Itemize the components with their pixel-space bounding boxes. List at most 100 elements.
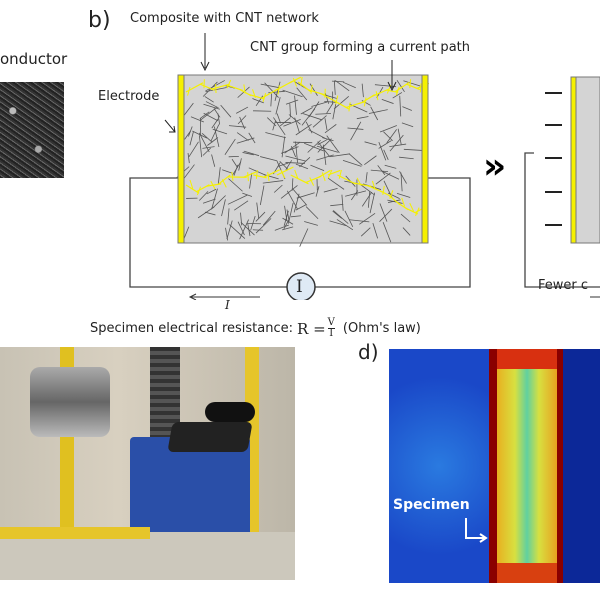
cnt-fiber <box>342 160 362 167</box>
cnt-fiber <box>400 213 411 223</box>
cnt-fiber <box>262 93 267 102</box>
cnt-fiber <box>368 109 388 114</box>
cnt-fiber <box>228 125 247 128</box>
cnt-fiber <box>336 219 354 231</box>
cnt-fiber <box>202 81 218 97</box>
cnt-fiber <box>236 137 255 144</box>
cnt-fiber <box>359 213 376 225</box>
cnt-fiber <box>322 144 327 166</box>
cnt-fiber <box>226 220 233 240</box>
path-arrow <box>387 60 397 92</box>
cnt-fiber <box>231 158 238 168</box>
ammeter <box>286 272 316 300</box>
cnt-fiber <box>239 219 249 240</box>
cnt-fiber <box>221 199 226 217</box>
cnt-fiber <box>248 132 256 144</box>
cnt-fiber <box>344 210 354 228</box>
cnt-fiber <box>198 132 210 153</box>
cnt-fiber <box>212 195 226 209</box>
composite-arrow <box>200 33 210 72</box>
cnt-fiber <box>275 97 281 115</box>
cnt-fiber <box>291 178 294 191</box>
cnt-fiber <box>333 210 349 224</box>
cnt-fiber <box>296 87 308 101</box>
cnt-fiber <box>280 169 286 179</box>
cnt-fiber <box>333 80 336 95</box>
cnt-fiber <box>270 93 273 107</box>
panel-b-label: b) <box>88 8 111 33</box>
cnt-fiber <box>247 172 249 182</box>
cnt-fiber <box>237 221 245 236</box>
cnt-fiber <box>324 100 337 103</box>
cnt-fiber <box>305 121 313 134</box>
cnt-fiber <box>324 118 328 131</box>
cnt-fiber <box>231 171 234 181</box>
cnt-fiber <box>222 169 233 174</box>
cnt-fiber <box>332 210 343 219</box>
cnt-fiber <box>286 209 290 221</box>
cnt-fiber <box>378 140 392 149</box>
cnt-fiber <box>356 177 362 187</box>
cnt-fiber <box>282 226 294 231</box>
cnt-fiber <box>386 129 397 144</box>
electrode-label: Electrode <box>98 89 160 104</box>
cnt-fiber <box>287 202 294 224</box>
cnt-fiber <box>396 80 405 93</box>
cnt-fiber <box>183 164 195 180</box>
cnt-fiber <box>221 179 227 188</box>
cnt-fiber <box>342 81 356 89</box>
cnt-fiber <box>260 156 277 162</box>
cnt-fiber <box>367 191 371 208</box>
cnt-fiber <box>284 141 301 154</box>
panel-d-label: d) <box>358 340 379 364</box>
cnt-fiber <box>324 94 338 100</box>
cnt-fiber <box>224 138 236 155</box>
cnt-fiber <box>217 167 221 184</box>
cnt-fiber <box>317 139 328 146</box>
formula-num: V <box>327 317 335 329</box>
next-chevron: » <box>483 146 506 187</box>
cnt-fiber <box>326 135 340 154</box>
cnt-fiber <box>327 177 345 190</box>
cnt-fiber <box>334 80 350 92</box>
cnt-fiber <box>190 116 205 123</box>
electrode-arrow <box>164 119 176 133</box>
cnt-fiber <box>255 211 266 222</box>
cnt-fiber <box>299 228 309 247</box>
cnt-fiber <box>403 80 421 87</box>
cnt-fiber <box>226 79 232 89</box>
electrode-right <box>421 74 429 244</box>
cnt-fiber <box>309 177 315 186</box>
cnt-fiber <box>198 135 203 158</box>
cnt-fiber <box>205 101 219 109</box>
cnt-fiber <box>371 88 390 97</box>
cnt-fiber <box>211 154 216 167</box>
cnt-fiber <box>304 221 318 226</box>
cnt-fiber <box>384 164 397 169</box>
cnt-fiber <box>289 103 291 118</box>
cnt-fiber <box>399 156 414 160</box>
cnt-fiber <box>372 222 379 239</box>
cnt-fiber <box>370 169 389 173</box>
cnt-fiber <box>337 174 357 185</box>
force-arrows <box>545 92 562 226</box>
cnt-fiber <box>369 192 376 214</box>
cnt-fiber <box>229 224 246 239</box>
ohm-law: (Ohm's law) <box>342 321 421 336</box>
cnt-fiber <box>409 202 415 212</box>
cnt-fiber <box>370 106 379 121</box>
cnt-fiber <box>327 169 333 179</box>
cnt-fiber <box>349 219 370 223</box>
cnt-fiber <box>292 188 308 206</box>
cnt-fiber <box>387 199 401 203</box>
cnt-fiber <box>294 95 297 115</box>
cnt-fiber <box>238 158 242 171</box>
cnt-fiber <box>329 153 351 158</box>
cnt-fiber <box>243 171 257 178</box>
cnt-fiber <box>382 222 392 243</box>
cnt-fiber <box>399 95 402 117</box>
cnt-fiber <box>285 99 299 105</box>
cnt-fiber <box>300 76 303 86</box>
cnt-fiber <box>379 125 397 133</box>
cnt-fiber <box>276 166 294 176</box>
